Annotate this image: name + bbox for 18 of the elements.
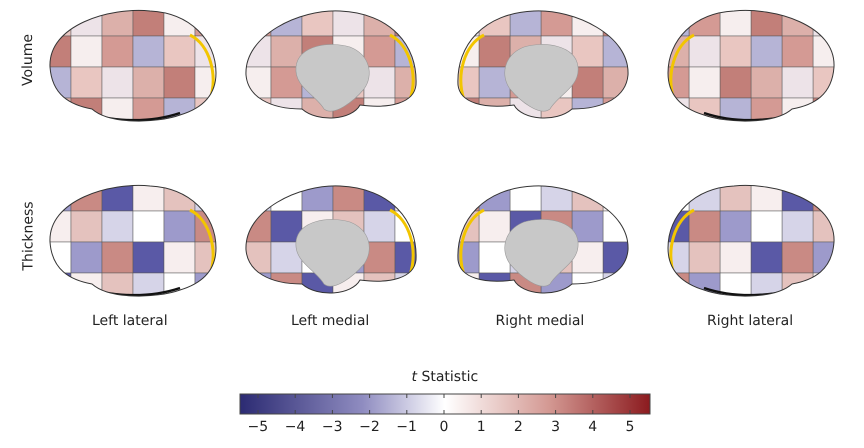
tick-label: 4 [588,419,598,435]
tick-label: −2 [359,419,380,435]
tick-label: 3 [551,419,560,435]
column-label: Right lateral [707,313,794,329]
tick-label: −4 [284,419,306,435]
column-label: Left lateral [92,313,168,329]
tick-label: 1 [476,419,486,435]
column-label: Right medial [496,313,584,329]
colorbar-title: t Statistic [412,369,478,385]
tick-label: −1 [396,419,417,435]
tick-label: 0 [440,419,448,435]
tick-label: −3 [322,419,343,435]
row-label: Thickness [20,201,36,271]
tick-label: 5 [626,419,634,435]
tick-label: −5 [248,419,268,435]
row-label: Volume [20,34,36,86]
tick-label: 2 [514,419,523,435]
column-label: Left medial [291,313,370,329]
